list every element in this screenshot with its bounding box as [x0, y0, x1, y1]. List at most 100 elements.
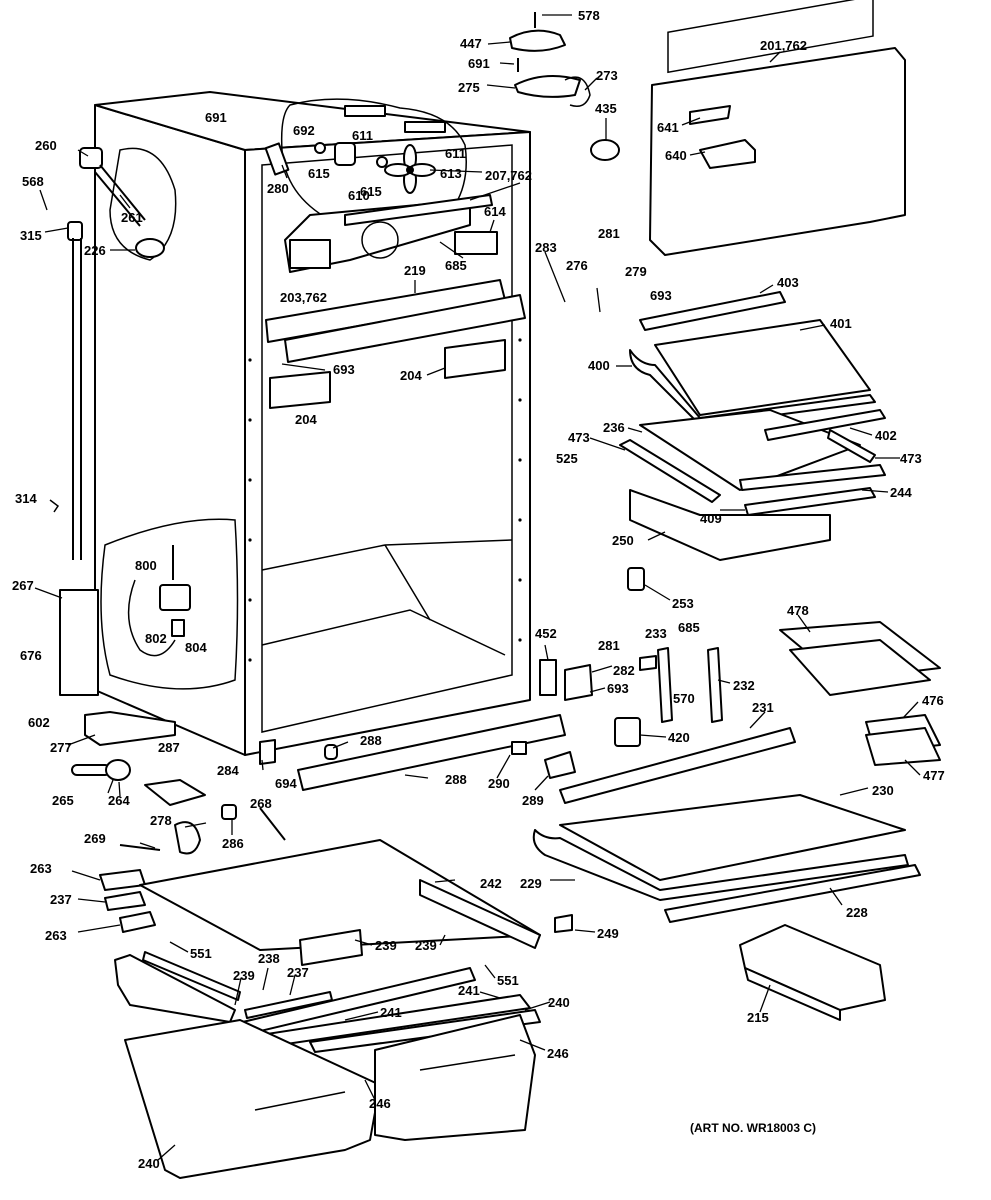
callout-244: 244 [890, 485, 912, 500]
art-number: (ART NO. WR18003 C) [690, 1121, 816, 1135]
callout-602: 602 [28, 715, 50, 730]
callout-578: 578 [578, 8, 600, 23]
callout-477: 477 [923, 768, 945, 783]
callout-615b: 615 [360, 184, 382, 199]
callout-691: 691 [468, 56, 490, 71]
callout-685a: 685 [445, 258, 467, 273]
callout-215: 215 [747, 1010, 769, 1025]
callout-241b: 241 [458, 983, 480, 998]
callout-401: 401 [830, 316, 852, 331]
callout-289: 289 [522, 793, 544, 808]
callout-282: 282 [613, 663, 635, 678]
callout-610: 610 [348, 188, 370, 203]
callout-268: 268 [250, 796, 272, 811]
lower-left-hardware [71, 759, 286, 855]
callout-694: 694 [275, 776, 297, 791]
callout-226: 226 [84, 243, 106, 258]
callout-207-762: 207,762 [485, 168, 532, 183]
callout-452: 452 [535, 626, 557, 641]
callout-276: 276 [566, 258, 588, 273]
callout-551a: 551 [190, 946, 212, 961]
callout-615a: 615 [308, 166, 330, 181]
callout-labels: 578 447 691 275 273 201,762 435 641 640 … [12, 8, 945, 1171]
callout-279: 279 [625, 264, 647, 279]
callout-204b: 204 [295, 412, 317, 427]
callout-287: 287 [158, 740, 180, 755]
callout-239c: 239 [233, 968, 255, 983]
water-valve-inset [100, 518, 239, 690]
callout-693a: 693 [650, 288, 672, 303]
callout-286: 286 [222, 836, 244, 851]
callout-275: 275 [458, 80, 480, 95]
callout-246a: 246 [547, 1046, 569, 1061]
kickplate-267 [59, 589, 99, 696]
callout-640: 640 [665, 148, 687, 163]
crisper-assembly [99, 839, 541, 1179]
grille-assembly [84, 711, 576, 791]
callout-240b: 240 [138, 1156, 160, 1171]
callout-409: 409 [700, 511, 722, 526]
callout-802: 802 [145, 631, 167, 646]
callout-261: 261 [121, 210, 143, 225]
callout-570: 570 [673, 691, 695, 706]
callout-228: 228 [846, 905, 868, 920]
callout-250: 250 [612, 533, 634, 548]
callout-283: 283 [535, 240, 557, 255]
callout-551b: 551 [497, 973, 519, 988]
callout-400: 400 [588, 358, 610, 373]
callout-476: 476 [922, 693, 944, 708]
fresh-food-shelves [532, 727, 921, 933]
callout-693b: 693 [333, 362, 355, 377]
callout-263a: 263 [30, 861, 52, 876]
callout-420: 420 [668, 730, 690, 745]
callout-237b: 237 [287, 965, 309, 980]
callout-229: 229 [520, 876, 542, 891]
callout-242: 242 [480, 876, 502, 891]
callout-273: 273 [596, 68, 618, 83]
callout-473b: 473 [900, 451, 922, 466]
callout-685b: 685 [678, 620, 700, 635]
callout-403: 403 [777, 275, 799, 290]
callout-611b: 611 [445, 146, 466, 161]
callout-693c: 693 [607, 681, 629, 696]
callout-447: 447 [460, 36, 482, 51]
callout-249: 249 [597, 926, 619, 941]
callout-237a: 237 [50, 892, 72, 907]
callout-315: 315 [20, 228, 42, 243]
callout-314: 314 [15, 491, 37, 506]
callout-264: 264 [108, 793, 130, 808]
callout-241a: 241 [380, 1005, 402, 1020]
bin-215 [739, 924, 886, 1021]
callout-800: 800 [135, 558, 157, 573]
callout-288a: 288 [360, 733, 382, 748]
callout-236: 236 [603, 420, 625, 435]
callout-277: 277 [50, 740, 72, 755]
callout-691b: 691 [205, 110, 227, 125]
callout-284: 284 [217, 763, 239, 778]
callout-238: 238 [258, 951, 280, 966]
callout-281b: 281 [598, 638, 620, 653]
evaporator-fan-assembly [264, 98, 498, 273]
callout-613: 613 [440, 166, 462, 181]
callout-525: 525 [556, 451, 578, 466]
callout-219: 219 [404, 263, 426, 278]
callout-203-762: 203,762 [280, 290, 327, 305]
leader-lines [34, 14, 921, 1161]
callout-231: 231 [752, 700, 774, 715]
callout-402: 402 [875, 428, 897, 443]
callout-804: 804 [185, 640, 207, 655]
callout-240a: 240 [548, 995, 570, 1010]
water-line-parts [49, 147, 177, 560]
callout-478: 478 [787, 603, 809, 618]
callout-473a: 473 [568, 430, 590, 445]
shelf-supports [539, 621, 941, 766]
callout-267: 267 [12, 578, 34, 593]
callout-232: 232 [733, 678, 755, 693]
callout-263b: 263 [45, 928, 67, 943]
callout-568: 568 [22, 174, 44, 189]
callout-204a: 204 [400, 368, 422, 383]
callout-201-762: 201,762 [760, 38, 807, 53]
callout-260: 260 [35, 138, 57, 153]
callout-253: 253 [672, 596, 694, 611]
